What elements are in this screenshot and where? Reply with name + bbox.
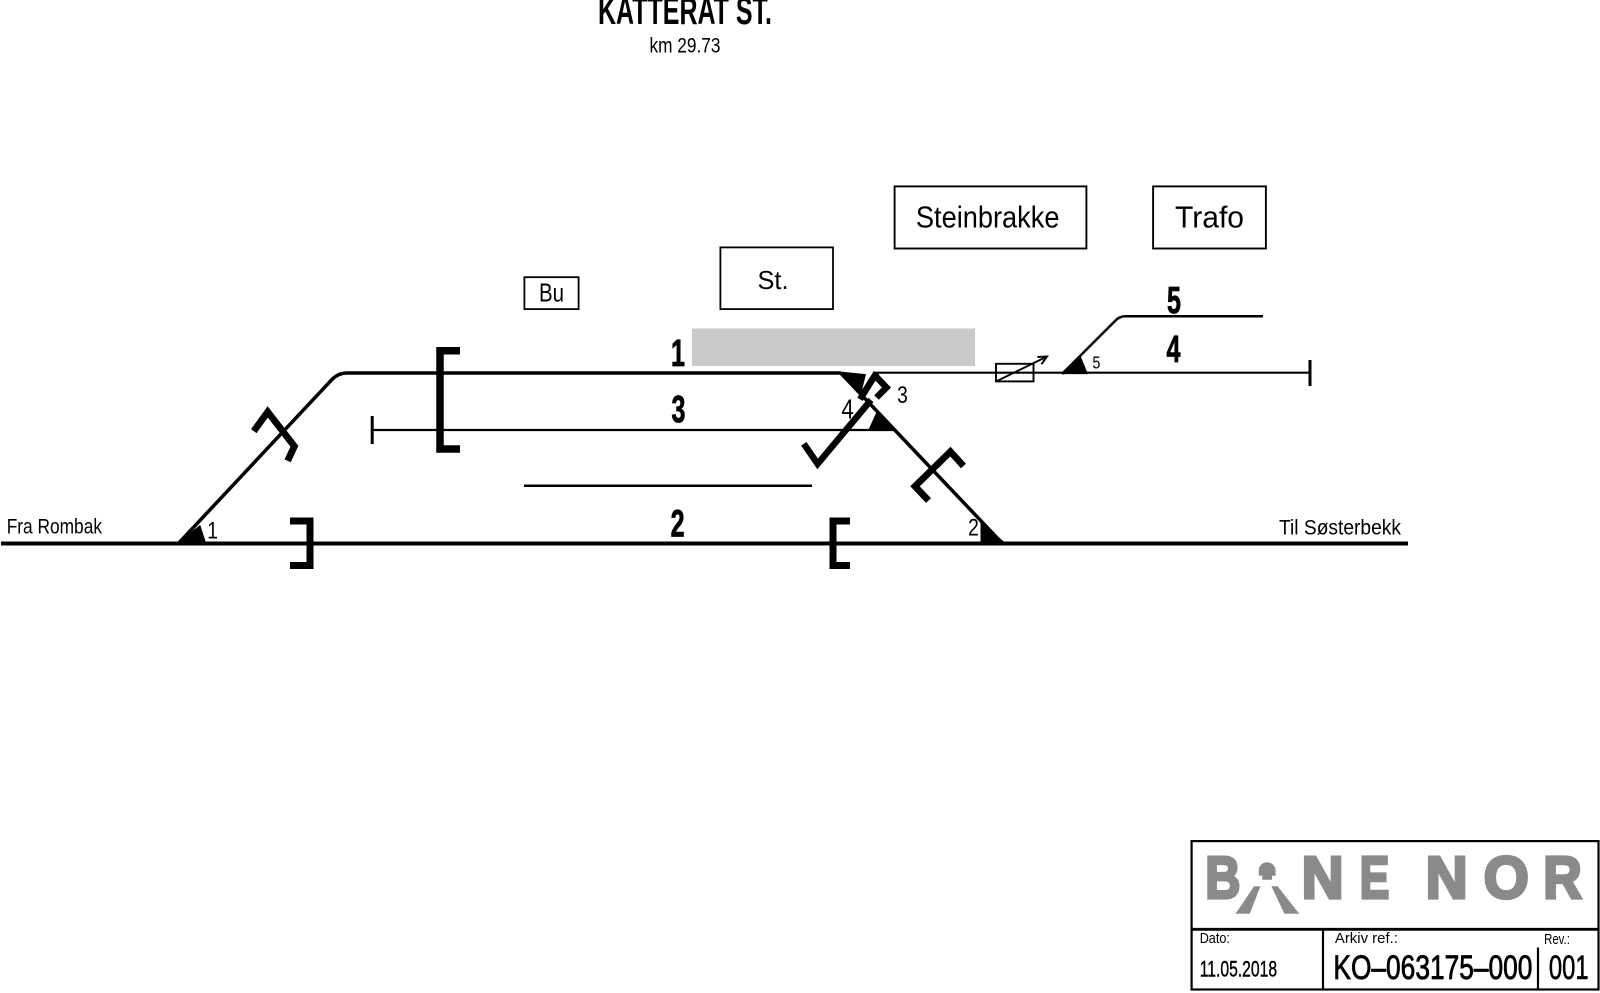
- svg-text:3: 3: [897, 381, 908, 409]
- svg-text:2: 2: [671, 502, 685, 544]
- svg-text:Arkiv ref.:: Arkiv ref.:: [1335, 930, 1398, 947]
- svg-text:1: 1: [207, 516, 218, 544]
- svg-text:KATTERAT ST.: KATTERAT ST.: [598, 0, 772, 33]
- svg-text:11.05.2018: 11.05.2018: [1200, 957, 1277, 982]
- svg-text:N: N: [1426, 845, 1468, 911]
- svg-text:4: 4: [1167, 328, 1181, 370]
- svg-text:Fra Rombak: Fra Rombak: [7, 515, 103, 538]
- svg-text:1: 1: [671, 332, 685, 374]
- svg-text:Dato:: Dato:: [1200, 930, 1230, 947]
- svg-text:E: E: [1360, 845, 1390, 911]
- svg-text:Steinbrakke: Steinbrakke: [916, 200, 1060, 235]
- svg-text:2: 2: [968, 513, 979, 541]
- svg-text:B: B: [1205, 845, 1240, 911]
- svg-text:O: O: [1484, 845, 1529, 911]
- svg-text:N: N: [1302, 845, 1344, 911]
- svg-text:Til Søsterbekk: Til Søsterbekk: [1279, 516, 1401, 539]
- svg-text:R: R: [1543, 845, 1582, 911]
- svg-text:001: 001: [1549, 949, 1589, 987]
- svg-text:Rev.:: Rev.:: [1544, 931, 1570, 948]
- svg-text:Trafo: Trafo: [1175, 200, 1244, 235]
- svg-text:St.: St.: [758, 265, 789, 295]
- svg-text:km 29.73: km 29.73: [650, 35, 721, 58]
- svg-text:KO–063175–000: KO–063175–000: [1333, 949, 1532, 987]
- svg-text:5: 5: [1092, 353, 1100, 373]
- svg-text:3: 3: [672, 388, 686, 430]
- svg-text:4: 4: [841, 394, 853, 425]
- svg-text:Bu: Bu: [539, 278, 564, 308]
- svg-text:5: 5: [1167, 279, 1181, 321]
